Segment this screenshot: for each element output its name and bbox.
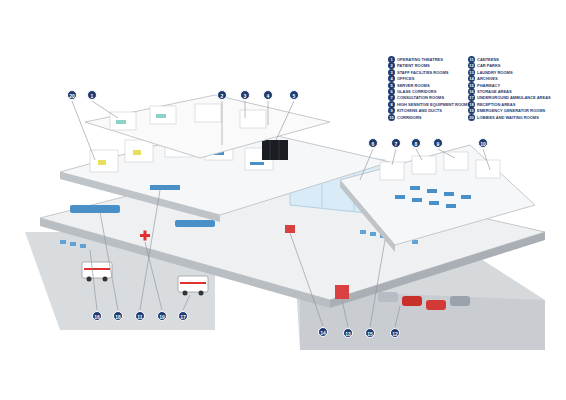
callout-number: 12 [390,328,400,338]
operating-tables [116,114,166,124]
ambulance [82,262,112,282]
legend-text: GLASS CORRIDORS [397,88,436,95]
callout-number: 15 [365,328,375,338]
generator [335,285,349,299]
legend-text: STAFF FACILITIES ROOMS [397,69,448,76]
top-floor [85,95,330,158]
upper-floor [340,145,535,245]
cars [378,292,470,310]
callout-number: 11 [135,311,145,321]
room-walls [380,152,500,180]
legend-text: ARCHIVES [477,75,498,82]
callout-number: 13 [343,328,353,338]
legend-text: HIGH SENSITIVE EQUIPMENT ROOMS [397,101,470,108]
legend-text: KITCHENS AND DUCTS [397,107,442,114]
leader-lines [72,101,490,327]
legend-text: CORRIDORS [397,114,421,121]
legend-number: 10 [388,114,395,121]
legend-text: LOBBIES AND WAITING ROOMS [477,114,539,121]
callout-number: 16 [92,311,102,321]
callout-number: 1 [87,90,97,100]
legend-text: CANTEENS [477,56,499,63]
legend-text: CONSULTATION ROOMS [397,94,444,101]
equipment [285,225,295,233]
callout-number: 3 [240,90,250,100]
callout-number: 19 [157,311,167,321]
callout-number: 8 [411,138,421,148]
legend-text: SERVER ROOMS [397,82,430,89]
callout-number: 7 [391,138,401,148]
canteen-tables [395,186,471,208]
server-racks [262,140,288,160]
room-walls [110,104,266,130]
callout-number: 2 [217,90,227,100]
legend-text: OFFICES [397,75,414,82]
ambulance [178,276,208,296]
slab-edge [40,218,330,308]
slab-edge [60,172,220,222]
legend-text: CAR PARKS [477,62,500,69]
callout-number: 5 [289,90,299,100]
legend-text: PATIENT ROOMS [397,62,430,69]
legend-text: OPERATING THEATRES [397,56,443,63]
callout-number: 20 [67,90,77,100]
desks [150,152,264,190]
callout-number: 4 [263,90,273,100]
legend-text: STORAGE AREAS [477,88,512,95]
callout-number: 14 [318,327,328,337]
legend-text: EMERGENCY GENERATOR ROOMS [477,107,545,114]
callout-number: 18 [113,311,123,321]
legend-number: 20 [468,114,475,121]
legend-text: RECEPTION AREAS [477,101,515,108]
legend-text: PHARMACY [477,82,500,89]
legend-text: UNDERGROUND AMBULANCE AREAS [477,94,551,101]
reception-desk [175,220,215,227]
callout-number: 9 [433,138,443,148]
callout-number: 17 [178,311,188,321]
waiting-seats [60,230,418,248]
reception-desk [70,205,120,213]
slab-edge [330,232,545,308]
slab-edge [340,180,395,252]
legend-text: LAUNDRY ROOMS [477,69,513,76]
callout-number: 10 [478,138,488,148]
red-cross [144,231,147,241]
callout-number: 6 [368,138,378,148]
